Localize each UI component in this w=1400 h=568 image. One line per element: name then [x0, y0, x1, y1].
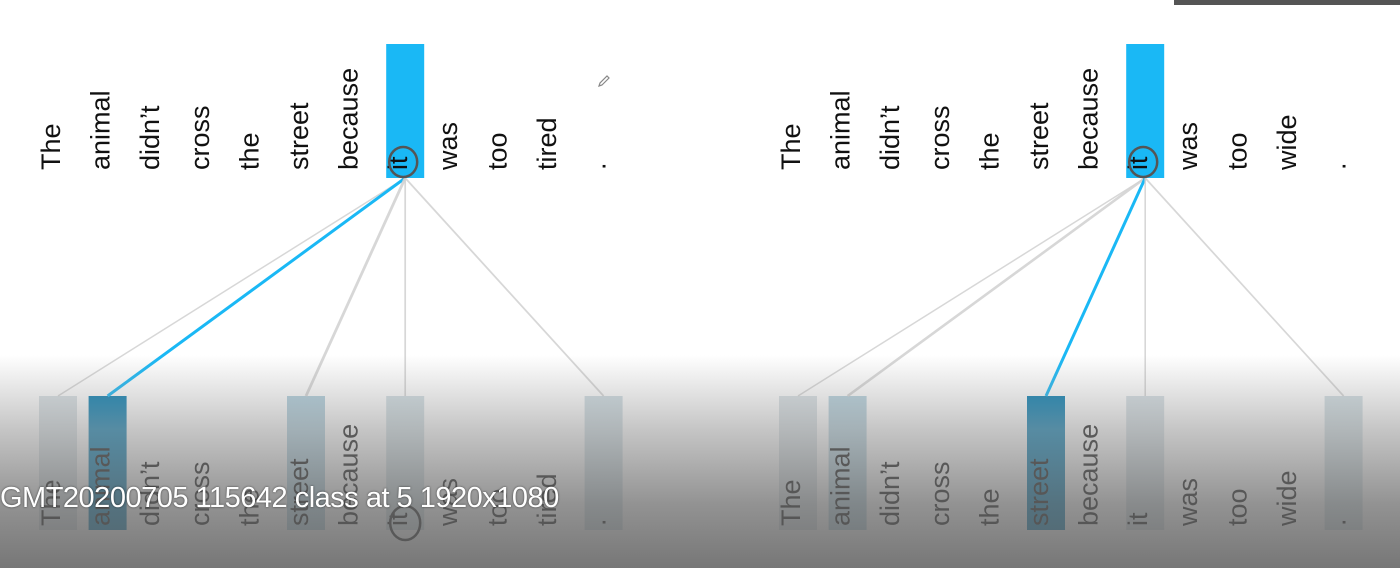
- attention-line-weak: [797, 177, 1146, 397]
- attention-panel-2: The animal didn’t cross the street because it wa…: [776, 44, 1363, 530]
- annotation-circle: [387, 145, 419, 179]
- top-token: because: [1074, 68, 1104, 170]
- top-token: animal: [86, 90, 116, 170]
- top-token: The: [36, 123, 66, 170]
- attention-line-strong: [1044, 177, 1147, 397]
- top-token: didn’t: [875, 105, 905, 170]
- bottom-token: it: [1123, 512, 1153, 526]
- top-token: it: [1123, 156, 1153, 170]
- attention-weight-box: [1324, 396, 1363, 530]
- top-token: street: [284, 102, 314, 170]
- top-token: .: [582, 162, 612, 170]
- attention-weight-box: [584, 396, 623, 530]
- top-token: wide: [1272, 114, 1302, 171]
- top-token: too: [482, 132, 512, 170]
- recording-caption: GMT20200705 115642 class at 5 1920x1080: [0, 482, 559, 514]
- top-token: animal: [826, 90, 856, 170]
- query-highlight-box: [386, 44, 425, 178]
- bottom-token: was: [1173, 478, 1203, 527]
- attention-line-strong: [106, 176, 407, 398]
- top-token: was: [433, 122, 463, 171]
- bottom-token: too: [1222, 488, 1252, 526]
- top-token: the: [234, 132, 264, 170]
- top-token: cross: [185, 105, 215, 170]
- bottom-token: .: [1322, 518, 1352, 526]
- bottom-token: animal: [826, 446, 856, 526]
- top-token: the: [974, 132, 1004, 170]
- attention-line-weak: [1144, 177, 1345, 397]
- bottom-token: wide: [1272, 470, 1302, 527]
- bottom-token: because: [1074, 424, 1104, 526]
- video-thumbnail-edge: [1174, 0, 1400, 5]
- annotation-circle: [1127, 145, 1159, 179]
- bottom-token: didn’t: [875, 461, 905, 526]
- top-token: The: [776, 123, 806, 170]
- top-token: it: [383, 156, 413, 170]
- top-token: was: [1173, 122, 1203, 171]
- bottom-token: .: [582, 518, 612, 526]
- attention-weight-box: [1126, 396, 1165, 530]
- top-token: tired: [532, 117, 562, 170]
- bottom-token: street: [1024, 458, 1054, 526]
- attention-panel-1: The animal didn’t cross the street because it wa…: [36, 44, 623, 542]
- bottom-token: The: [776, 479, 806, 526]
- top-token: didn’t: [135, 105, 165, 170]
- attention-line-weak: [57, 177, 406, 397]
- top-token: street: [1024, 102, 1054, 170]
- top-token: cross: [925, 105, 955, 170]
- bottom-token: the: [974, 488, 1004, 526]
- attention-line-weak: [846, 176, 1146, 398]
- top-token: too: [1222, 132, 1252, 170]
- attention-line-weak: [404, 177, 605, 397]
- bottom-token: cross: [925, 461, 955, 526]
- top-token: because: [334, 68, 364, 170]
- query-highlight-box: [1126, 44, 1165, 178]
- pencil-icon: [598, 75, 610, 87]
- top-token: .: [1322, 162, 1352, 170]
- attention-line-weak: [304, 177, 407, 397]
